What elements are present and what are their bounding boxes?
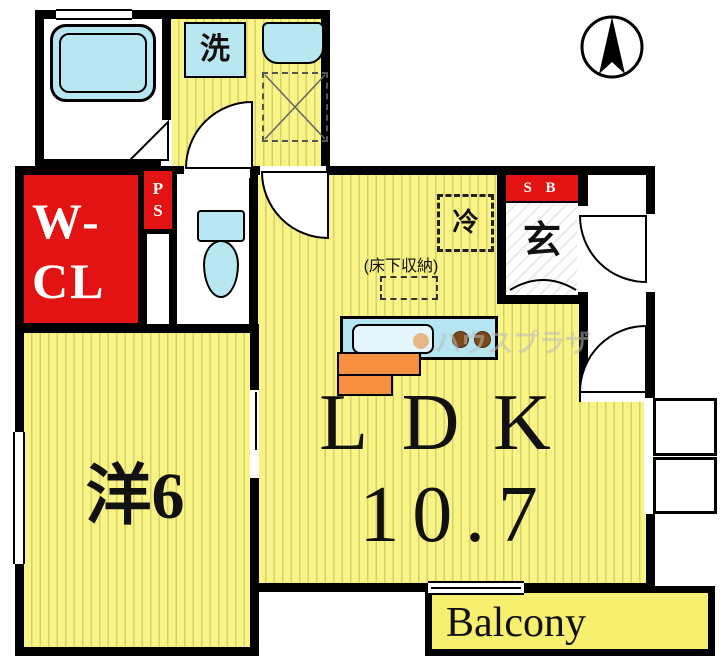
- toilet-tank: [197, 210, 245, 242]
- stove-burner-right: [474, 331, 491, 348]
- genkan-entrance: S B 玄: [497, 166, 587, 304]
- pipe-space-label-s: S: [153, 201, 163, 220]
- wcl-label-line2: CL: [32, 253, 106, 309]
- bathtub: [50, 24, 156, 102]
- genkan-label: 玄: [522, 220, 561, 262]
- hall-door-opening: [581, 392, 645, 402]
- walk-in-closet-label: W- CL: [24, 175, 138, 311]
- washer-pan-outline: [262, 72, 328, 142]
- ldk-label: LDK: [319, 379, 585, 467]
- counter-return-side: [337, 374, 393, 396]
- underfloor-storage-outline: [380, 276, 438, 300]
- refrigerator-space: 冷: [437, 194, 494, 252]
- toilet-door-opening: [184, 166, 250, 178]
- western-room-window: [13, 432, 25, 564]
- balcony-label: Balcony: [446, 600, 586, 646]
- watermark-logo-icon: [413, 333, 429, 349]
- shoe-box: S B: [506, 175, 578, 203]
- walk-in-closet: W- CL: [15, 166, 147, 332]
- wcl-label-line1: W-: [32, 193, 101, 249]
- pipe-space-label-p: P: [152, 179, 164, 198]
- north-arrow-icon: [580, 15, 644, 79]
- bathtub-inner-line: [59, 33, 147, 93]
- sliding-door-panel: [255, 392, 257, 450]
- casement-window-panel-bottom: [653, 457, 717, 514]
- balcony: Balcony: [425, 586, 715, 656]
- watermark: ハウスプラザ: [413, 322, 633, 360]
- watermark-text: ハウスプラザ: [435, 327, 592, 358]
- counter-return-top: [337, 352, 421, 376]
- front-door-opening: [644, 214, 657, 292]
- casement-window-panel-top: [653, 398, 717, 456]
- balcony-sliding-window: [428, 581, 524, 595]
- wash-basin: [262, 22, 324, 64]
- genkan-hall-opening: [577, 206, 589, 292]
- toilet-bowl: [203, 240, 239, 298]
- bath-door-opening: [161, 120, 172, 166]
- pipe-space: P S: [139, 166, 177, 234]
- bath-window: [56, 9, 132, 20]
- sliding-door-opening: [250, 390, 259, 478]
- ldk-size-label: 10.7: [359, 471, 551, 559]
- stove-burner-left: [452, 331, 469, 348]
- western-room-label: 洋6: [85, 460, 185, 533]
- underfloor-storage-label: (床下収納): [363, 258, 439, 275]
- washing-machine-space: 洗: [184, 22, 246, 78]
- sliding-window-rail: [431, 587, 521, 589]
- washroom-door-opening: [260, 166, 326, 178]
- compass-needle: [599, 17, 625, 74]
